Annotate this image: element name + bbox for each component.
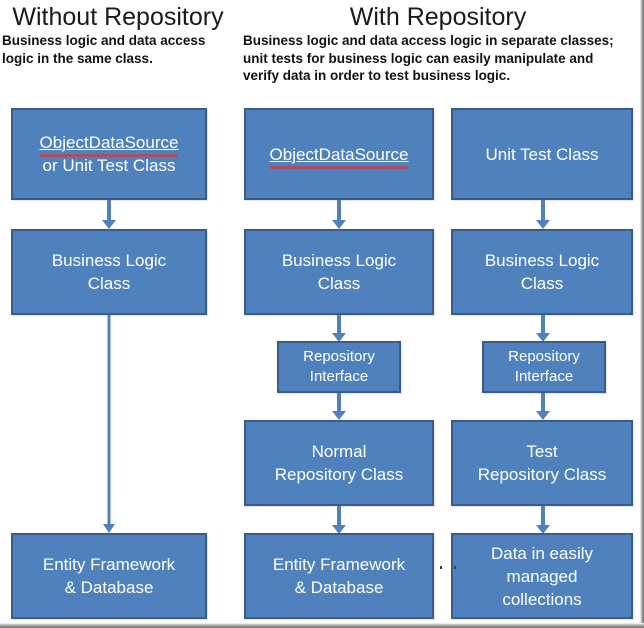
left-column-subtitle: Business logic and data access logic in …	[2, 33, 206, 66]
right-column-title: With Repository	[349, 3, 527, 31]
box-label-class: Class	[87, 274, 131, 293]
box-c2-objectdatasource: ObjectDataSource	[244, 108, 434, 200]
box-label-and-database: & Database	[64, 578, 154, 597]
box-label-c3-repository-class: Repository Class	[477, 465, 607, 484]
arrow-c1-bll-to-entity-framework	[99, 315, 119, 533]
box-label-c3-repository: Repository	[508, 348, 580, 365]
box-label-c2-entity-framework: Entity Framework	[272, 555, 406, 574]
box-label-c3-data-in-easily: Data in easily	[490, 543, 594, 563]
artifact-speck-right	[454, 566, 456, 569]
arrow-c2-interface-to-repository	[329, 393, 349, 420]
arrow-c2-repository-to-entity-framework	[329, 506, 349, 534]
box-c3-business-logic-class: Business Logic Class	[451, 229, 633, 315]
box-label-c2-interface: Interface	[309, 368, 369, 385]
artifact-speck-left	[440, 566, 442, 569]
box-label-c2-normal: Normal	[311, 442, 367, 461]
box-label-c3-interface: Interface	[514, 368, 574, 385]
box-label-c3-test: Test	[526, 442, 558, 461]
box-label-business-logic: Business Logic	[51, 251, 167, 270]
arrow-c2-bll-to-interface	[329, 315, 349, 342]
box-c1-entity-framework-and-database: Entity Framework & Database	[11, 533, 207, 619]
right-column-subtitle: Business logic and data access logic in …	[243, 33, 614, 83]
box-label-c3-managed: managed	[506, 566, 578, 586]
box-label-objectdatasource: ObjectDataSource	[39, 133, 179, 157]
left-column-title: Without Repository	[12, 3, 224, 31]
arrow-c1-top-to-bll	[99, 200, 119, 229]
box-c3-test-repository-class: Test Repository Class	[451, 420, 633, 506]
box-label-c3-class: Class	[520, 274, 564, 293]
box-label-c3-collections: collections	[502, 589, 582, 609]
left-column-header: Without Repository Business logic and da…	[2, 2, 234, 67]
box-label-c2-and-database: & Database	[294, 578, 384, 597]
arrow-c3-bll-to-interface	[533, 315, 553, 342]
box-c1-business-logic-class: Business Logic Class	[11, 229, 207, 315]
arrow-c3-interface-to-repository	[533, 393, 553, 420]
box-label-c2-business-logic: Business Logic	[281, 251, 397, 270]
box-label-c2-class: Class	[317, 274, 361, 293]
box-label-c2-objectdatasource: ObjectDataSource	[269, 144, 409, 169]
box-label-c3-business-logic: Business Logic	[484, 251, 600, 270]
right-column-header: With Repository Business logic and data …	[243, 2, 633, 85]
arrow-c3-repository-to-data	[533, 506, 553, 534]
box-label-c2-repository: Repository	[303, 348, 375, 365]
box-c2-normal-repository-class: Normal Repository Class	[244, 420, 434, 506]
arrow-c2-ods-to-bll	[329, 200, 349, 229]
box-c3-repository-interface: Repository Interface	[482, 341, 606, 393]
box-label-or-unit-test-class: or Unit Test Class	[42, 156, 176, 175]
box-label-c2-repository-class: Repository Class	[274, 465, 404, 484]
frame-right-edge	[640, 0, 644, 628]
frame-bottom-edge	[0, 623, 644, 628]
box-label-c3-unit-test-class: Unit Test Class	[485, 144, 599, 164]
box-c3-data-in-easily-managed-collections: Data in easily managed collections	[451, 533, 633, 619]
box-label-entity-framework: Entity Framework	[42, 555, 176, 574]
arrow-c3-unittest-to-bll	[533, 200, 553, 229]
box-c2-entity-framework-and-database: Entity Framework & Database	[244, 533, 434, 619]
box-c3-unit-test-class: Unit Test Class	[451, 108, 633, 200]
box-objectdatasource-or-unit-test-class: ObjectDataSource or Unit Test Class	[11, 108, 207, 200]
box-c2-repository-interface: Repository Interface	[277, 341, 401, 393]
box-c2-business-logic-class: Business Logic Class	[244, 229, 434, 315]
